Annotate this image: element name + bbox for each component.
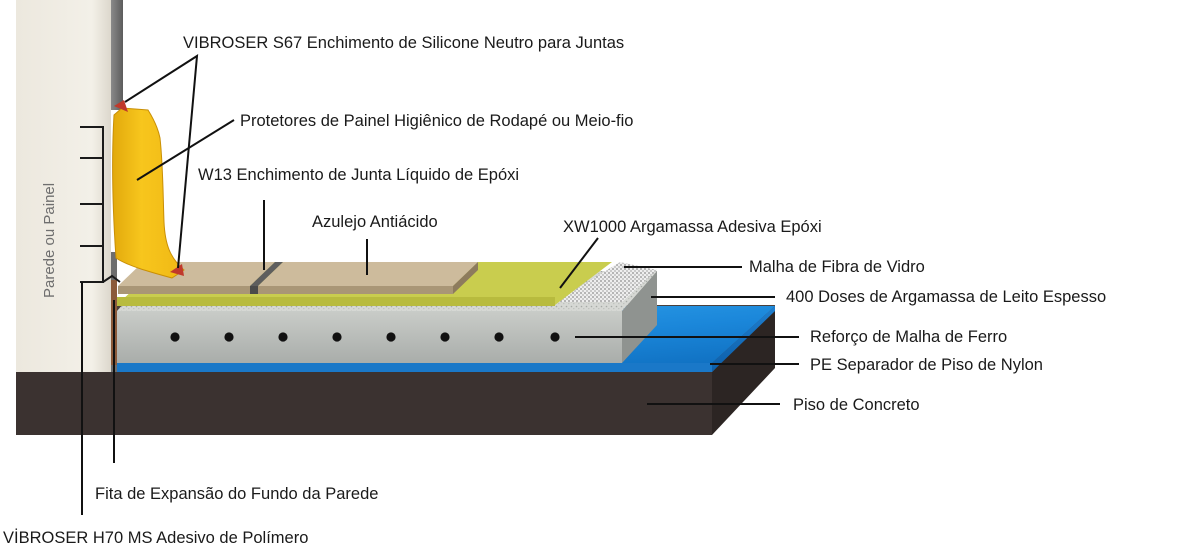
adhesive-front bbox=[117, 297, 555, 306]
label-expansion-tape: Fita de Expansão do Fundo da Parede bbox=[95, 485, 378, 503]
mortar-side bbox=[622, 271, 657, 363]
silicone-bead-bottom bbox=[170, 264, 184, 276]
leader-adhesive bbox=[559, 237, 599, 289]
iron-mesh-dot bbox=[224, 332, 234, 342]
iron-mesh-dot bbox=[332, 332, 342, 342]
label-protector: Protetores de Painel Higiênico de Rodapé… bbox=[240, 112, 634, 130]
iron-mesh-dot bbox=[278, 332, 288, 342]
iron-mesh-dot bbox=[170, 332, 180, 342]
iron-mesh-dot bbox=[440, 332, 450, 342]
fiberglass-mesh-layer bbox=[555, 262, 657, 302]
label-tile: Azulejo Antiácido bbox=[312, 213, 438, 231]
wall-post bbox=[111, 0, 123, 110]
leader-protector bbox=[136, 119, 235, 181]
leader-silicone bbox=[124, 54, 199, 269]
wall-panel: Parede ou Painel bbox=[16, 0, 123, 372]
concrete-front bbox=[16, 372, 712, 435]
leader-lines bbox=[81, 54, 799, 515]
separator-side bbox=[712, 306, 775, 372]
label-silicone: VIBROSER S67 Enchimento de Silicone Neut… bbox=[183, 34, 624, 52]
wall-bracket-marks bbox=[80, 126, 104, 283]
skirting-protector bbox=[112, 107, 185, 279]
wall-face bbox=[16, 0, 111, 372]
tile-front-2 bbox=[258, 286, 453, 294]
label-separator: PE Separador de Piso de Nylon bbox=[810, 356, 1043, 374]
iron-mesh-dot bbox=[494, 332, 504, 342]
label-adhesive: XW1000 Argamassa Adesiva Epóxi bbox=[563, 218, 822, 236]
label-iron-mesh: Reforço de Malha de Ferro bbox=[810, 328, 1007, 346]
epoxy-joint-front bbox=[250, 286, 258, 294]
epoxy-joint-fill bbox=[250, 262, 283, 286]
iron-mesh-dot bbox=[386, 332, 396, 342]
label-joint-filler: W13 Enchimento de Junta Líquido de Epóxi bbox=[198, 166, 519, 184]
expansion-tape-corner bbox=[102, 274, 121, 283]
mortar-front bbox=[117, 311, 622, 363]
label-fiber-mesh: Malha de Fibra de Vidro bbox=[749, 258, 925, 276]
tile-side-2 bbox=[453, 262, 478, 294]
iron-mesh-dots bbox=[170, 332, 560, 342]
iron-mesh-dot bbox=[550, 332, 560, 342]
label-thick-bed: 400 Doses de Argamassa de Leito Espesso bbox=[786, 288, 1106, 306]
wall-label: Parede ou Painel bbox=[41, 183, 58, 298]
label-polymer-adhesive: VİBROSER H70 MS Adesivo de Polímero bbox=[3, 528, 308, 547]
silicone-bead-top bbox=[114, 100, 128, 112]
label-concrete: Piso de Concreto bbox=[793, 396, 920, 414]
separator-front bbox=[115, 363, 712, 372]
tile-front-1 bbox=[118, 286, 250, 294]
